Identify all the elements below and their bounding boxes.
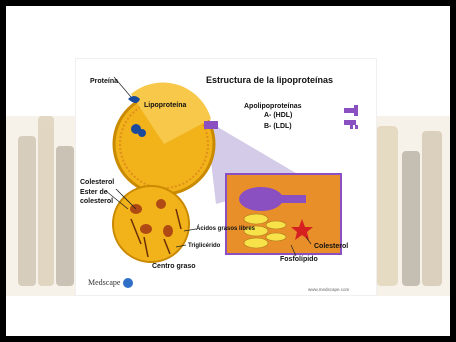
image-frame: Estructura de la lipoproteínas Proteína …	[6, 6, 450, 336]
diagram-graphics	[76, 59, 376, 295]
label-centro-graso: Centro graso	[152, 263, 196, 271]
label-apo-a: A- (HDL)	[264, 112, 292, 120]
apo-a-icon	[344, 105, 358, 116]
lipoprotein-diagram: Estructura de la lipoproteínas Proteína …	[76, 59, 376, 295]
membrane-inset	[226, 174, 341, 254]
apo-b-icon	[344, 120, 358, 129]
label-fosfolipido: Fosfolípido	[280, 256, 318, 264]
label-ester-line2: colesterol	[80, 198, 113, 206]
fat-core-circle	[113, 186, 189, 262]
label-ester-line1: Ester de	[80, 189, 108, 197]
label-colesterol-left: Colesterol	[80, 179, 114, 187]
label-lipoproteina: Lipoproteína	[144, 102, 186, 110]
footer-url: www.medscape.com	[308, 286, 349, 294]
label-trigliceride: Triglicérido	[188, 242, 220, 250]
medscape-logo-icon	[123, 278, 133, 288]
label-apolipoproteinas: Apolipoproteínas	[244, 103, 302, 111]
label-proteina: Proteína	[90, 78, 118, 86]
label-colesterol-right: Colesterol	[314, 243, 348, 251]
label-acidos: Ácidos grasos libres	[196, 225, 255, 233]
diagram-title: Estructura de la lipoproteínas	[206, 76, 333, 84]
label-apo-b: B- (LDL)	[264, 123, 292, 131]
lipoprotein-sphere	[114, 83, 218, 194]
medscape-logo-text: Medscape	[88, 279, 120, 287]
